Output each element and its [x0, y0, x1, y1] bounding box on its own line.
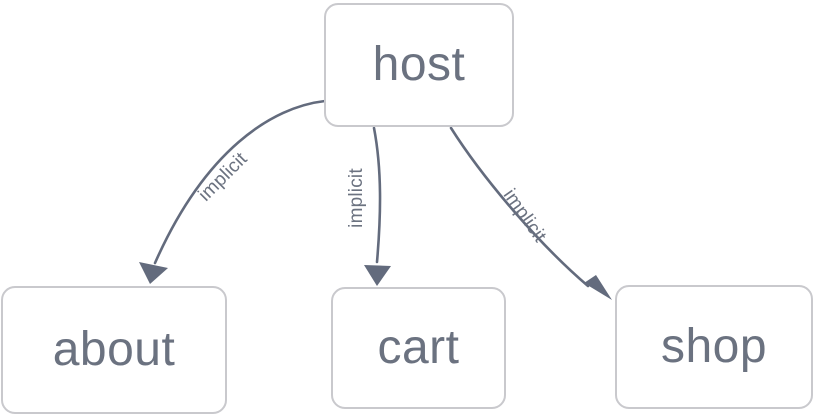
- node-shop[interactable]: shop: [615, 285, 813, 409]
- node-cart[interactable]: cart: [331, 287, 506, 409]
- node-host-label: host: [372, 38, 466, 91]
- node-shop-label: shop: [660, 320, 768, 373]
- edge-label-host-shop: implicit: [499, 185, 551, 246]
- node-about-label: about: [52, 323, 176, 376]
- node-cart-label: cart: [377, 321, 460, 374]
- edge-host-cart-arrowhead: [364, 265, 391, 286]
- edge-host-about-path: [153, 99, 327, 265]
- edge-host-about-arrowhead: [139, 262, 168, 284]
- edge-host-cart[interactable]: implicit: [346, 126, 391, 286]
- edge-label-host-cart: implicit: [346, 168, 367, 228]
- edge-host-shop[interactable]: implicit: [449, 126, 612, 300]
- edge-host-shop-path: [449, 126, 590, 288]
- edge-host-cart-path: [372, 126, 382, 264]
- node-host[interactable]: host: [324, 3, 514, 127]
- edge-host-about[interactable]: implicit: [139, 99, 327, 284]
- edge-host-shop-arrowhead: [584, 275, 612, 300]
- node-about[interactable]: about: [1, 286, 227, 414]
